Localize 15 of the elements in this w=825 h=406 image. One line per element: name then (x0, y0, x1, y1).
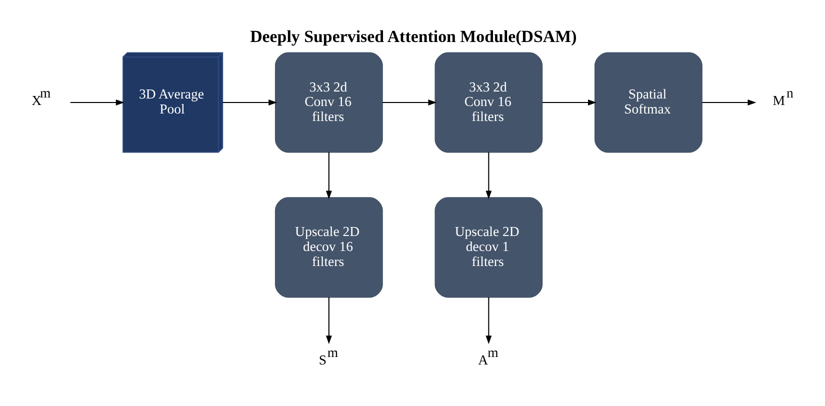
node-box: Upscale 2D decov 16 filters (274, 197, 383, 298)
arrow (70, 100, 124, 106)
arrow (326, 297, 332, 344)
diagram-title: Deeply Supervised Attention Module(DSAM) (250, 26, 577, 46)
node-box: 3x3 2d Conv 16 filters (434, 52, 543, 153)
arrow (542, 100, 596, 106)
node-box: Upscale 2D decov 1 filters (434, 197, 543, 298)
node-box: 3x3 2d Conv 16 filters (274, 52, 383, 153)
arrow (382, 100, 437, 106)
arrow (486, 297, 492, 344)
arrow (326, 152, 332, 200)
node-box: Spatial Softmax (594, 52, 702, 153)
arrow (702, 100, 756, 106)
arrow (222, 100, 278, 106)
arrow (486, 152, 492, 200)
